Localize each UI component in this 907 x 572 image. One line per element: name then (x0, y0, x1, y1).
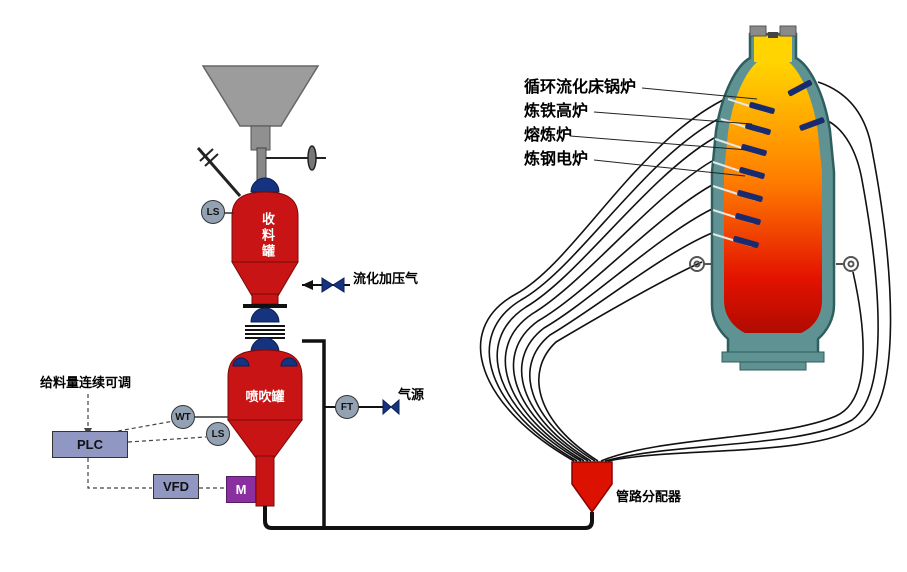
distribution-pipe (520, 208, 713, 462)
plc-box: PLC (52, 431, 128, 458)
equalization-pipe (302, 339, 326, 528)
pipeline-distributor (571, 461, 613, 514)
flow-arrow-icon (302, 280, 313, 290)
distributor-label: 管路分配器 (616, 489, 682, 504)
lance-nozzles (733, 79, 825, 248)
furnace-melt (724, 62, 822, 333)
vfd-box: VFD (153, 474, 199, 499)
level-switch-bottom-indicator: LS (206, 422, 230, 446)
distribution-pipe (604, 120, 879, 462)
leader-line (593, 159, 746, 177)
level-switch-top-indicator: LS (201, 200, 225, 224)
lance-nozzle (749, 102, 775, 114)
shoulder-nozzle-icon (280, 357, 298, 367)
furnace-mouth-block (749, 25, 767, 37)
injection-tank-neck (255, 455, 275, 507)
valve-half (332, 277, 345, 293)
distribution-pipe (538, 261, 703, 462)
injection-tank (227, 349, 303, 507)
distribution-pipe (600, 271, 864, 462)
pipe-horn-left-curl (693, 260, 701, 268)
furnace-type-item: 炼铁高炉 (524, 103, 589, 120)
feed-note-label: 给料量连续可调 (40, 375, 132, 390)
signal-line (117, 420, 175, 432)
distribution-pipe (512, 184, 713, 462)
inlet-pipe (196, 147, 242, 197)
valve-half (382, 398, 392, 416)
valve-half (321, 277, 334, 293)
handwheel-icon (307, 145, 317, 171)
distribution-pipe (607, 81, 892, 462)
distribution-pipe (479, 97, 728, 462)
lance-nozzle (737, 190, 763, 202)
furnace-throat-interior (754, 36, 792, 62)
furnace-type-item: 炼钢电炉 (524, 151, 589, 168)
dome-valve-icon (250, 337, 280, 353)
furnace-pedestal (721, 351, 825, 363)
furnace (689, 25, 859, 371)
lance-nozzle (787, 79, 813, 97)
fluidizing-gas-label: 流化加压气 (353, 271, 419, 286)
leader-line (641, 87, 758, 100)
furnace-mouth-slot (768, 32, 778, 38)
hopper-funnel (201, 65, 320, 127)
hopper-tube (256, 147, 267, 181)
leader-line (569, 135, 749, 151)
shoulder-nozzle-icon (232, 357, 250, 367)
gas-source-label: 气源 (398, 387, 425, 402)
pipe-horn-right (843, 256, 859, 272)
distribution-pipe (488, 117, 721, 462)
inlet-flange (204, 153, 219, 167)
dome-valve-icon (250, 177, 280, 193)
lance-nozzle (741, 144, 767, 156)
leader-line (593, 111, 753, 125)
weight-transmitter-indicator: WT (171, 405, 195, 429)
injection-tank-label: 喷吹罐 (245, 389, 285, 404)
signal-line (127, 436, 207, 443)
lance-nozzle (733, 236, 759, 248)
flow-transmitter-indicator: FT (335, 395, 359, 419)
receiving-tank-body (231, 191, 299, 263)
conveying-pipe (263, 506, 594, 530)
control-signal-lines (87, 394, 226, 489)
signal-line (87, 458, 152, 489)
distribution-pipe (504, 160, 713, 462)
injection-tank-cone (227, 419, 303, 459)
motor-box: M (226, 476, 256, 503)
injection-tank-body (227, 349, 303, 421)
lance-nozzle (739, 167, 765, 179)
lance-nozzle (799, 117, 825, 131)
pipe-horn-right-curl (847, 260, 855, 268)
receiving-tank-label: 收料罐 (260, 212, 275, 260)
expansion-bellows (245, 325, 285, 339)
furnace-type-item: 循环流化床锅炉 (524, 79, 637, 96)
lance-nozzle (745, 123, 771, 135)
feed-hopper (196, 65, 326, 197)
furnace-type-item: 熔炼炉 (524, 127, 573, 144)
inlet-flange (199, 148, 214, 162)
receiving-tank (231, 191, 299, 305)
bowtie-valve-icon (382, 398, 400, 416)
hopper-stem (250, 125, 271, 151)
distribution-pipes (479, 81, 892, 462)
furnace-mouth-block (779, 25, 797, 37)
flange-plate (243, 304, 287, 308)
leader-lines (569, 87, 758, 177)
dome-valve-icon (250, 307, 280, 323)
distribution-pipe (496, 137, 715, 462)
bowtie-valve-icon (321, 277, 345, 293)
lance-nozzle (735, 213, 761, 225)
furnace-type-list: 循环流化床锅炉 炼铁高炉 熔炼炉 炼钢电炉 (524, 76, 636, 172)
distribution-pipe (529, 232, 713, 462)
valve-half (390, 398, 400, 416)
furnace-pedestal-base (739, 361, 807, 371)
pipe-horns (689, 256, 859, 272)
receiving-tank-neck (251, 293, 279, 305)
